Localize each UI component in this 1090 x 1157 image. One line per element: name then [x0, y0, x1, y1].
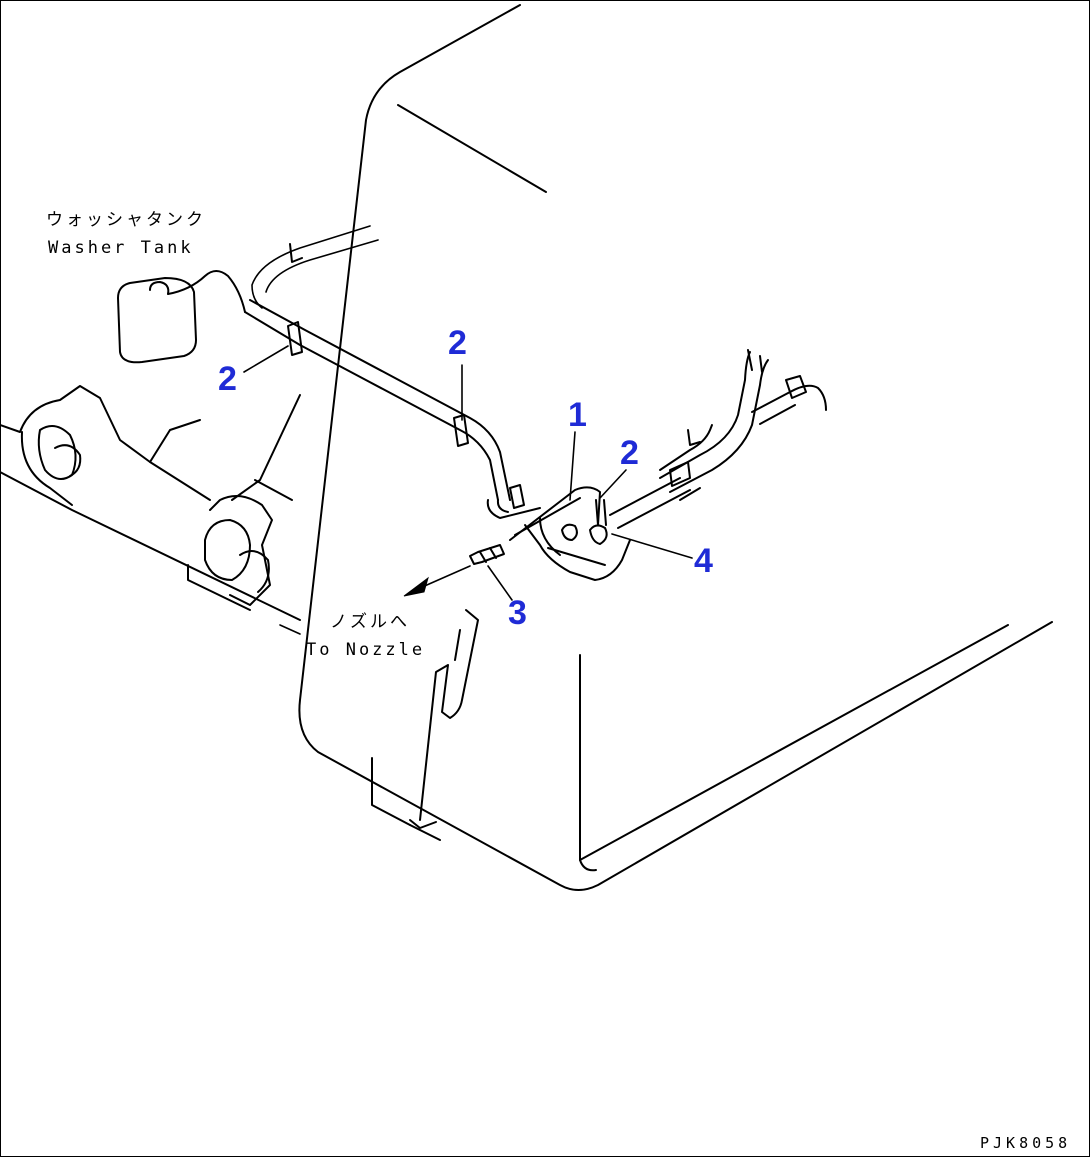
to-nozzle-label-en: To Nozzle [306, 640, 426, 660]
nozzle-joint [469, 544, 505, 565]
washer-hoses [244, 225, 541, 519]
washer-pump-assembly [509, 477, 691, 581]
chassis-frame [0, 385, 301, 621]
hose-clamps [287, 243, 525, 509]
cab-outline [298, 4, 1053, 891]
callout-3: 3 [508, 594, 527, 632]
washer-tank-label-en: Washer Tank [48, 238, 194, 258]
callout-2-middle: 2 [448, 324, 467, 362]
to-nozzle-arrow [403, 565, 471, 597]
callout-2-left: 2 [218, 360, 237, 398]
cable-harness [659, 349, 827, 501]
washer-tank [117, 270, 246, 364]
leader-lines [243, 345, 693, 635]
to-nozzle-label-jp: ノズルへ [330, 612, 410, 632]
door-handle [409, 609, 479, 829]
callout-1: 1 [568, 396, 587, 434]
callout-4: 4 [694, 542, 713, 580]
callout-2-right: 2 [620, 434, 639, 472]
washer-tank-label-jp: ウォッシャタンク [46, 210, 206, 230]
drawing-code: PJK8058 [980, 1134, 1072, 1152]
